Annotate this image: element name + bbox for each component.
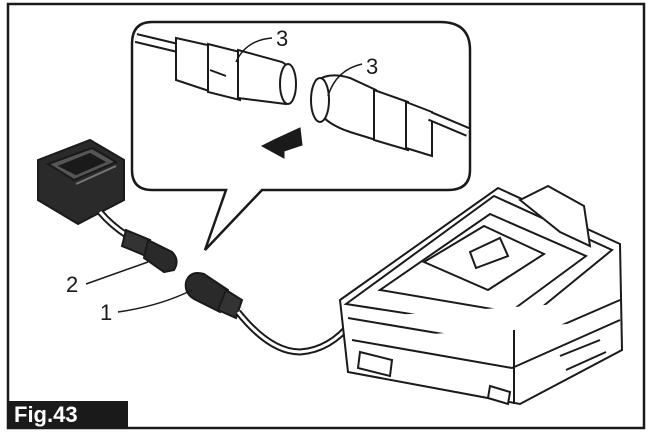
leader-line-3a (235, 37, 273, 63)
plug-1 (184, 272, 244, 320)
zoom-connector-left (134, 33, 297, 106)
leader-line-2 (85, 261, 149, 285)
arrow-left-icon (260, 127, 303, 159)
callout-3a: 3 (276, 26, 288, 51)
callout-1: 1 (100, 300, 112, 325)
callout-3b: 3 (366, 54, 378, 79)
battery-adapter (37, 138, 125, 226)
leader-line-1 (117, 289, 193, 313)
figure-label: Fig.43 (8, 401, 128, 429)
zoom-connector-right (310, 74, 470, 158)
plug-2 (120, 228, 178, 274)
callout-2: 2 (66, 272, 78, 297)
leader-line-3b (327, 63, 363, 97)
portable-power-unit (338, 184, 624, 406)
